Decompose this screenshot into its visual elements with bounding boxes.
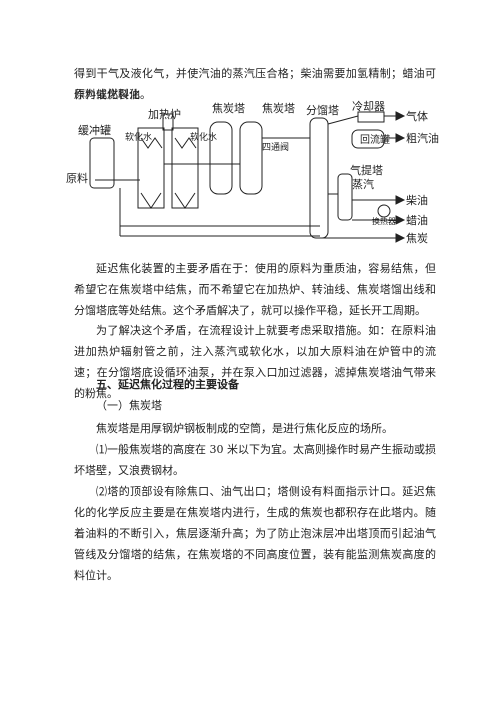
label-coke-tower-2: 焦炭塔 [262,102,295,115]
reflux-tank-vessel [351,129,385,149]
label-diesel: 柴油 [406,193,428,207]
coke-tower-1 [209,121,233,195]
label-cooler: 冷却器 [352,100,385,113]
label-reflux-tank: 回流罐 [360,133,390,146]
paragraph-coke-tower-height: ⑴一般焦炭塔的高度在 30 米以下为宜。太高则操作时易产生振动或损坏塔壁，又浪费… [74,443,436,477]
paragraph-main-contradiction: 延迟焦化装置的主要矛盾在于：使用的原料为重质油，容易结焦，但希望它在焦炭塔中结焦… [74,262,436,317]
paragraph-coke-tower-ports: ⑵塔的顶部设有除焦口、油气出口；塔侧设有料面指示计口。延迟焦化的化学反应主要是在… [74,485,436,582]
cooler-unit [357,111,385,123]
label-steam: 蒸汽 [352,177,374,191]
fractionator-vessel [309,117,329,239]
buffer-tank-vessel [89,137,115,189]
stripper-vessel [337,173,353,221]
coke-tower-2 [239,121,263,195]
paragraph-measures: 为了解决这个矛盾，在流程设计上就要考虑采取措施。如：在原料油进加热炉辐射管之前，… [74,324,436,400]
subheading-coke-tower: （一）焦炭塔 [96,399,162,412]
label-coke-tower-1: 焦炭塔 [212,102,245,115]
intro-line-1: 得到干气及液化气，并使汽油的蒸汽压合格；柴油需要加氢精制；蜡油可作为催化裂化 [74,67,436,101]
heat-exchanger-unit [377,204,391,218]
label-feedstock: 原料 [66,171,88,185]
label-heating-furnace: 加热炉 [148,108,181,121]
paragraph-coke-tower-definition: 焦炭塔是用厚钢炉钢板制成的空筒，是进行焦化反应的场所。 [96,422,393,435]
intro-line-2: 原料或燃料油。 [74,88,151,101]
label-stripper: 气提塔 [350,163,383,177]
label-crude-gasoline: 粗汽油 [406,131,439,145]
label-soft-water-1: 软化水 [125,131,152,143]
section-heading-main-equipment: 五、延迟焦化过程的主要设备 [96,378,239,391]
label-wax-oil: 蜡油 [406,213,428,227]
label-buffer-tank: 缓冲罐 [78,123,111,137]
label-coke: 焦炭 [406,232,428,245]
delayed-coking-flow-diagram: 加热炉 焦炭塔 焦炭塔 分馏塔 冷却器 缓冲罐 软化水 软化水 四通阀 回流罐 … [66,100,439,245]
label-fractionator: 分馏塔 [306,103,339,117]
label-four-way-valve: 四通阀 [262,142,289,153]
label-gas: 气体 [406,109,428,123]
label-heat-exchanger: 换热器 [372,216,396,226]
label-soft-water-2: 软化水 [190,131,217,143]
